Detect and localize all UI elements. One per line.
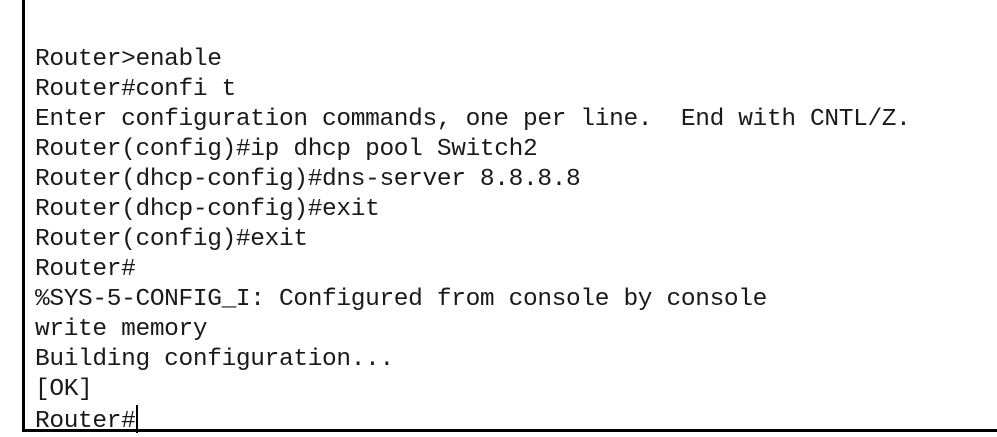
- terminal-line: Building configuration...: [35, 346, 394, 373]
- terminal-line: Router>enable: [35, 46, 222, 73]
- text-cursor: [136, 405, 139, 433]
- terminal-line: Enter configuration commands, one per li…: [35, 106, 911, 133]
- terminal-line: Router#confi t: [35, 76, 236, 103]
- terminal-line: Router(config)#ip dhcp pool Switch2: [35, 136, 538, 163]
- terminal-line: Router(dhcp-config)#dns-server 8.8.8.8: [35, 166, 581, 193]
- terminal-line: Router#: [35, 256, 136, 283]
- terminal-line: Router(config)#exit: [35, 226, 308, 253]
- terminal-prompt: Router#: [35, 408, 136, 435]
- terminal-line: [OK]: [35, 376, 93, 403]
- terminal-window[interactable]: Router>enable Router#confi t Enter confi…: [22, 0, 997, 435]
- terminal-line: Router(dhcp-config)#exit: [35, 196, 380, 223]
- terminal-line: %SYS-5-CONFIG_I: Configured from console…: [35, 286, 767, 313]
- terminal-line: write memory: [35, 316, 208, 343]
- terminal-prompt-line[interactable]: Router#: [35, 405, 911, 435]
- terminal-output: Router>enable Router#confi t Enter confi…: [35, 45, 911, 435]
